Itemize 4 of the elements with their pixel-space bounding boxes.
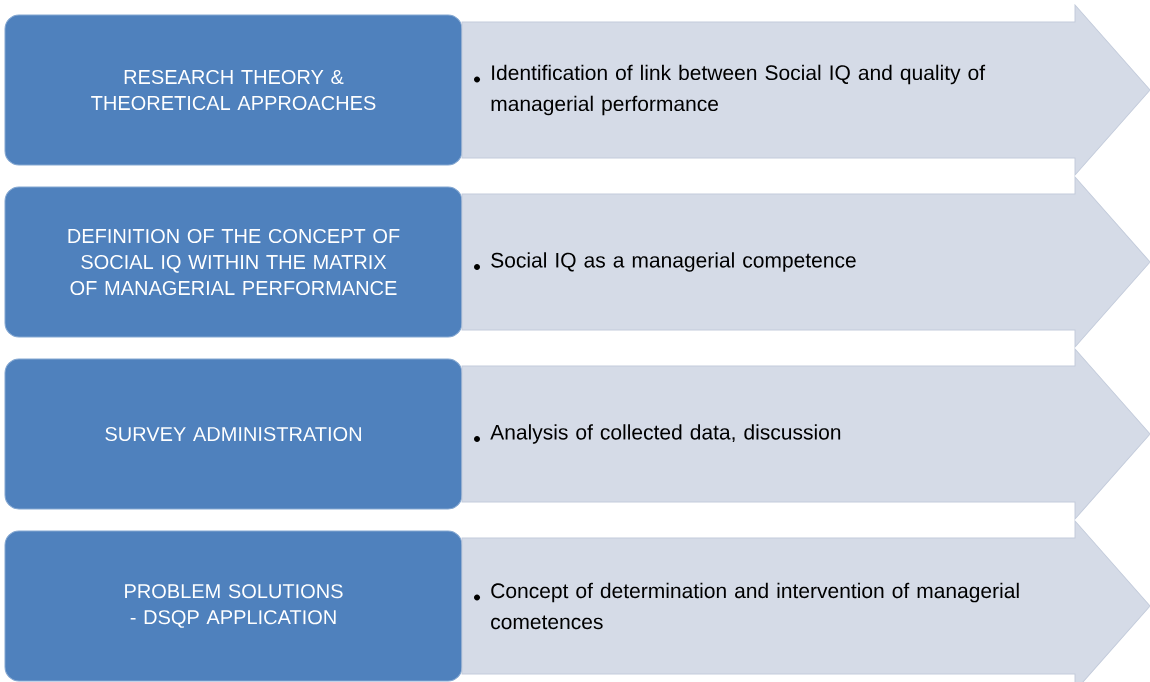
step-box: PROBLEM SOLUTIONS - DSQP APPLICATION (4, 530, 463, 682)
step-box: RESEARCH THEORY & THEORETICAL APPROACHES (4, 14, 463, 166)
step-box: DEFINITION OF THE CONCEPT OF SOCIAL IQ WITHIN THE MATRIX OF MANAGERIAL PERFORMANCE (4, 186, 463, 338)
step-box: SURVEY ADMINISTRATION (4, 358, 463, 510)
